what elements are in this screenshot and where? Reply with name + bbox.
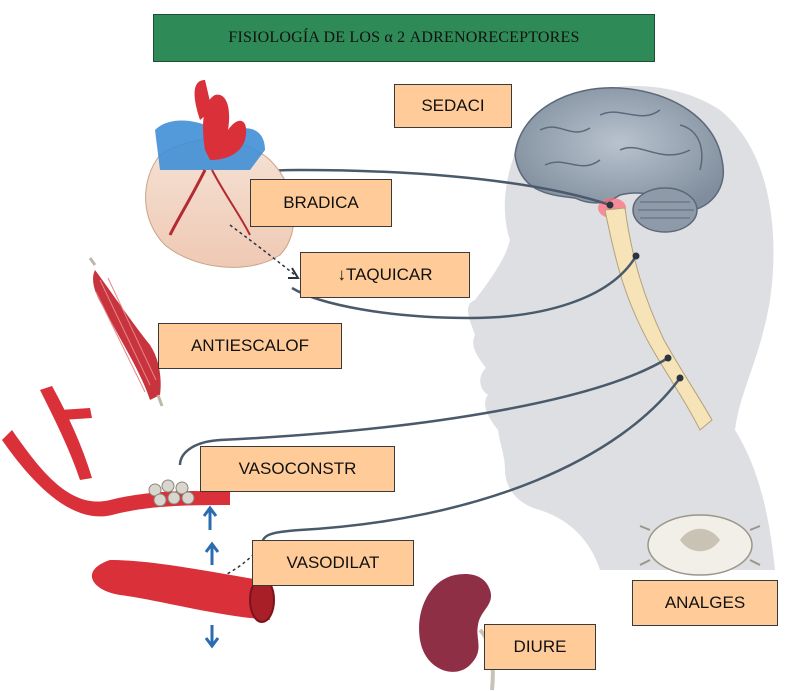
- kidney-icon: [419, 574, 493, 690]
- artery-dilated-icon: [92, 544, 274, 646]
- muscle-icon: [90, 258, 162, 406]
- label-taquicardia: ↓TAQUICAR: [300, 252, 470, 298]
- artery-icon: [2, 386, 230, 530]
- diagram-title: FISIOLOGÍA DE LOS α 2 ADRENORECEPTORES: [153, 14, 655, 62]
- label-sedacion: SEDACI: [394, 84, 512, 128]
- label-vasoconstriccion: VASOCONSTR: [200, 446, 395, 492]
- label-diuresis: DIURE: [484, 624, 596, 670]
- label-vasodilatacion: VASODILAT: [252, 540, 414, 586]
- label-bradicardia: BRADICA: [250, 179, 392, 227]
- label-antiescalofrios: ANTIESCALOF: [158, 323, 342, 369]
- label-analgesia: ANALGES: [632, 580, 778, 626]
